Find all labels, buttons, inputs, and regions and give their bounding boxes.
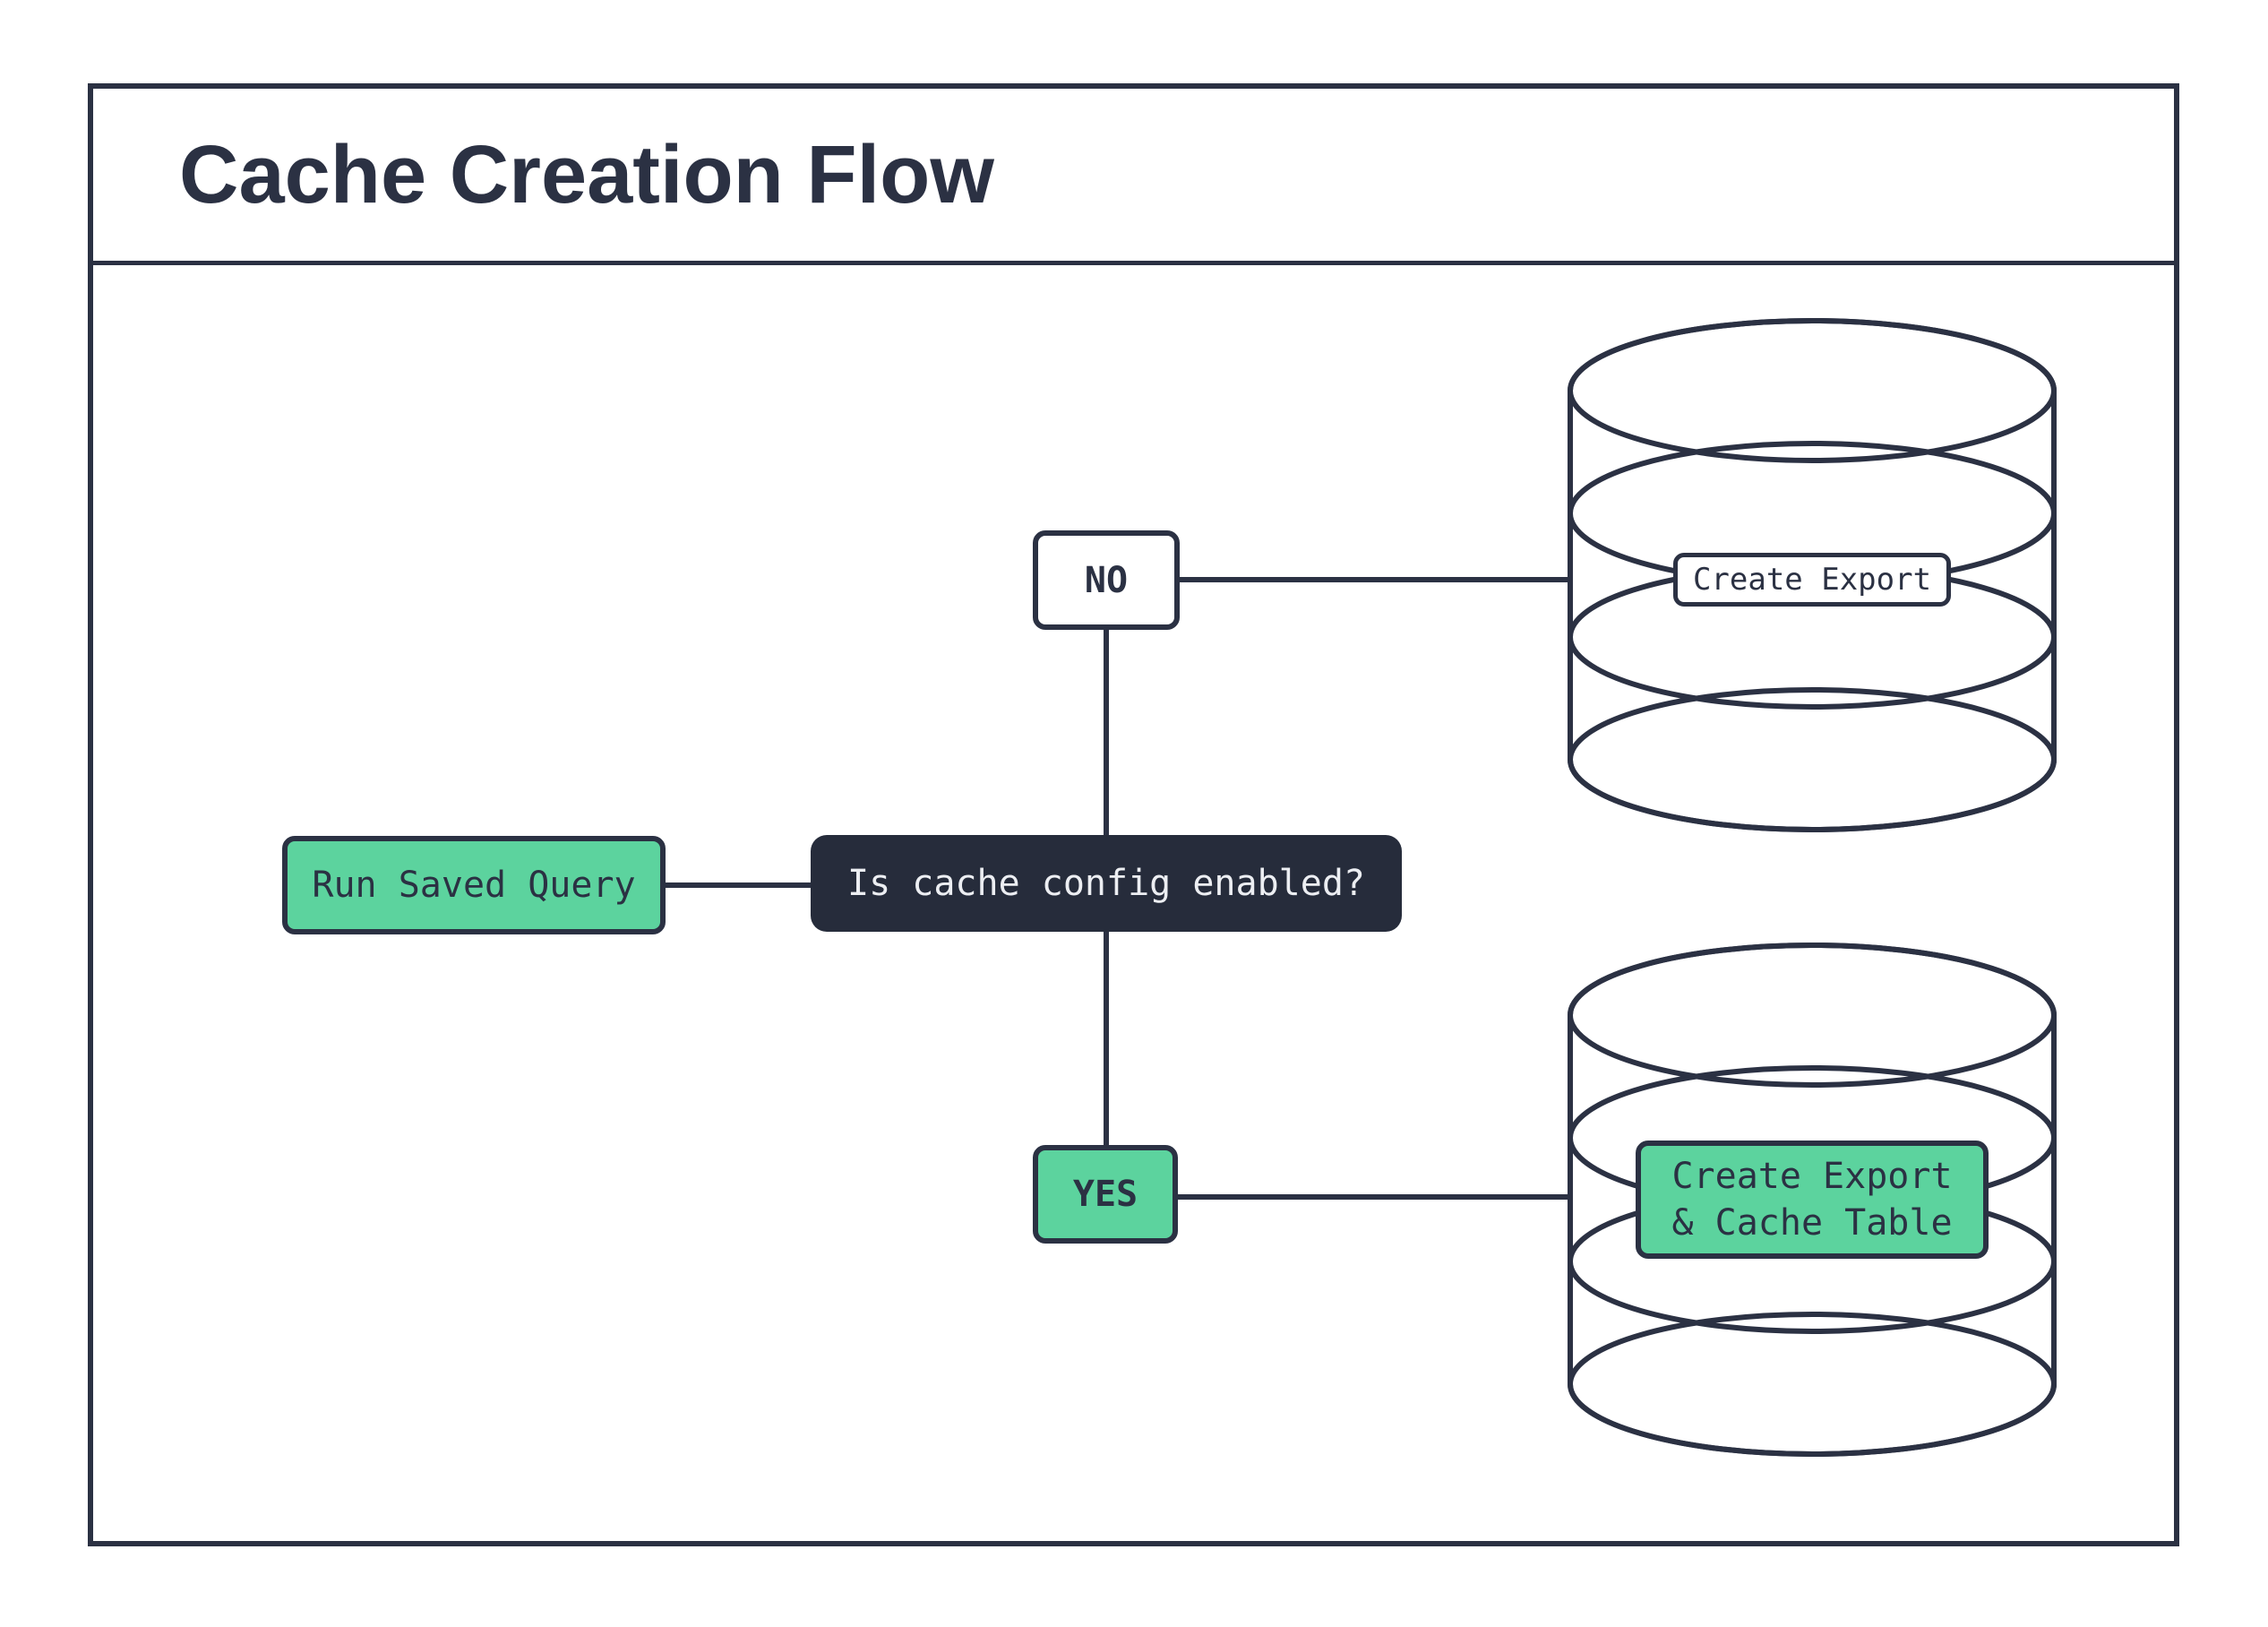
label-create-export-text: Create Export [1692,562,1932,598]
node-run-saved-query: Run Saved Query [282,836,666,934]
label-create-export: Create Export [1673,553,1951,607]
node-branch-no-label: NO [1084,559,1129,601]
label-create-export-cache-table: Create Export & Cache Table [1636,1141,1989,1259]
diagram-frame: Cache Creation Flow [88,83,2179,1546]
label-create-export-cache-line2: & Cache Table [1671,1202,1953,1244]
label-create-export-cache-line1: Create Export [1671,1156,1953,1197]
node-branch-no: NO [1033,530,1180,630]
page-title: Cache Creation Flow [179,128,994,220]
node-branch-yes: YES [1033,1145,1178,1244]
node-decision-cache-config: Is cache config enabled? [811,835,1402,932]
node-branch-yes-label: YES [1072,1174,1138,1215]
title-bar: Cache Creation Flow [93,89,2174,265]
node-decision-label: Is cache config enabled? [847,863,1365,904]
node-run-saved-query-label: Run Saved Query [312,865,636,906]
